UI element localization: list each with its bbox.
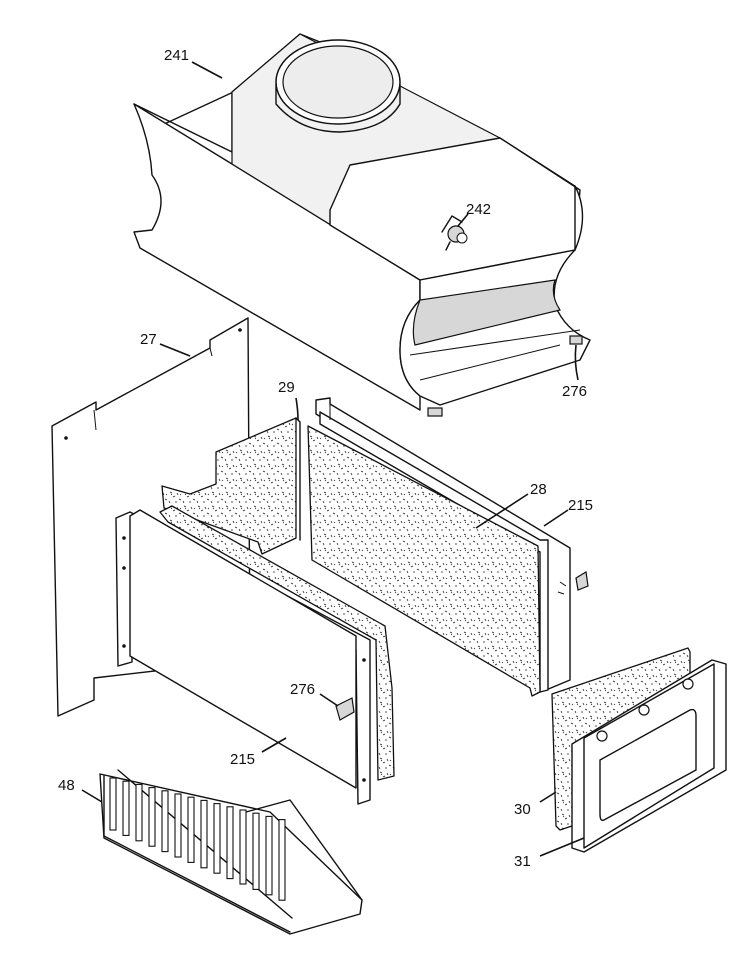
grate-bar xyxy=(200,799,208,869)
label-30: 30 xyxy=(514,801,531,818)
grate-bar xyxy=(148,787,156,847)
label-27: 27 xyxy=(140,331,157,348)
thermo-switch xyxy=(441,215,468,251)
label-241: 241 xyxy=(164,47,189,64)
end-panel xyxy=(571,659,727,853)
label-215-right: 215 xyxy=(568,497,593,514)
grate-bar xyxy=(226,806,234,880)
label-276-right: 276 xyxy=(562,383,587,400)
grate-bars xyxy=(109,777,286,901)
refractory-back xyxy=(307,425,541,697)
grate-bar xyxy=(187,796,195,863)
grate-bar xyxy=(252,812,260,890)
grate-bar xyxy=(174,793,182,858)
side-panel-right xyxy=(315,397,589,693)
grate-bar xyxy=(122,780,130,836)
label-48: 48 xyxy=(58,777,75,794)
hood xyxy=(133,33,591,417)
grate-bar xyxy=(109,777,117,831)
grate-bar xyxy=(161,790,169,853)
refractory-left xyxy=(159,505,395,781)
grate xyxy=(99,769,363,935)
label-215-left: 215 xyxy=(230,751,255,768)
callout-labels: 241 242 276 27 29 28 215 276 215 48 30 3… xyxy=(58,47,593,870)
grate-bar xyxy=(239,809,247,885)
label-28: 28 xyxy=(530,481,547,498)
grate-bar xyxy=(265,815,273,896)
side-panel-left xyxy=(115,509,371,805)
label-29: 29 xyxy=(278,379,295,396)
grate-bar xyxy=(135,783,143,842)
grate-bar xyxy=(213,803,221,874)
grate-bar xyxy=(278,819,286,901)
label-242: 242 xyxy=(466,201,491,218)
label-31: 31 xyxy=(514,853,531,870)
label-276-left: 276 xyxy=(290,681,315,698)
clip-left xyxy=(335,697,355,721)
leader-lines xyxy=(81,61,585,857)
